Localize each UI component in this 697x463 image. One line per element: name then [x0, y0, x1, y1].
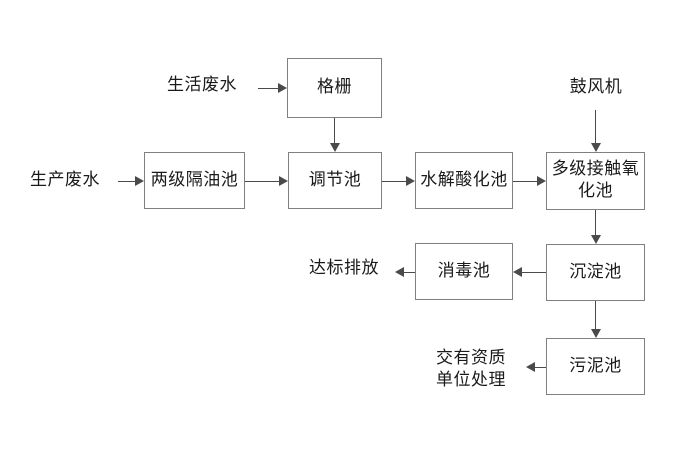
label-qualified-unit-treatment: 交有资质 单位处理: [424, 348, 518, 392]
label-text: 交有资质 单位处理: [436, 348, 506, 390]
node-label: 格栅: [317, 77, 352, 98]
node-multistage-contact-oxidation-tank[interactable]: 多级接触氧 化池: [546, 152, 645, 210]
label-text: 鼓风机: [569, 77, 623, 98]
node-hydrolysis-acidification-tank[interactable]: 水解酸化池: [415, 152, 513, 209]
label-text: 生产废水: [30, 170, 100, 191]
node-label: 沉淀池: [569, 261, 622, 282]
node-grate[interactable]: 格栅: [287, 58, 382, 118]
node-regulating-tank[interactable]: 调节池: [288, 152, 382, 209]
label-production-wastewater: 生产废水: [18, 167, 112, 195]
label-standard-discharge: 达标排放: [297, 255, 391, 283]
node-two-stage-oil-tank[interactable]: 两级隔油池: [144, 152, 245, 209]
node-label: 调节池: [308, 169, 362, 190]
node-sludge-tank[interactable]: 污泥池: [546, 338, 645, 395]
label-text: 达标排放: [309, 258, 379, 279]
node-sedimentation-tank[interactable]: 沉淀池: [546, 244, 645, 301]
label-text: 生活废水: [167, 75, 237, 96]
label-blower: 鼓风机: [549, 74, 643, 102]
node-label: 消毒池: [437, 260, 491, 281]
node-label: 多级接触氧 化池: [551, 159, 640, 201]
node-label: 水解酸化池: [420, 169, 508, 190]
node-disinfection-tank[interactable]: 消毒池: [415, 243, 513, 300]
label-domestic-wastewater: 生活废水: [155, 72, 249, 100]
node-label: 污泥池: [569, 355, 622, 376]
node-label: 两级隔油池: [150, 169, 239, 190]
